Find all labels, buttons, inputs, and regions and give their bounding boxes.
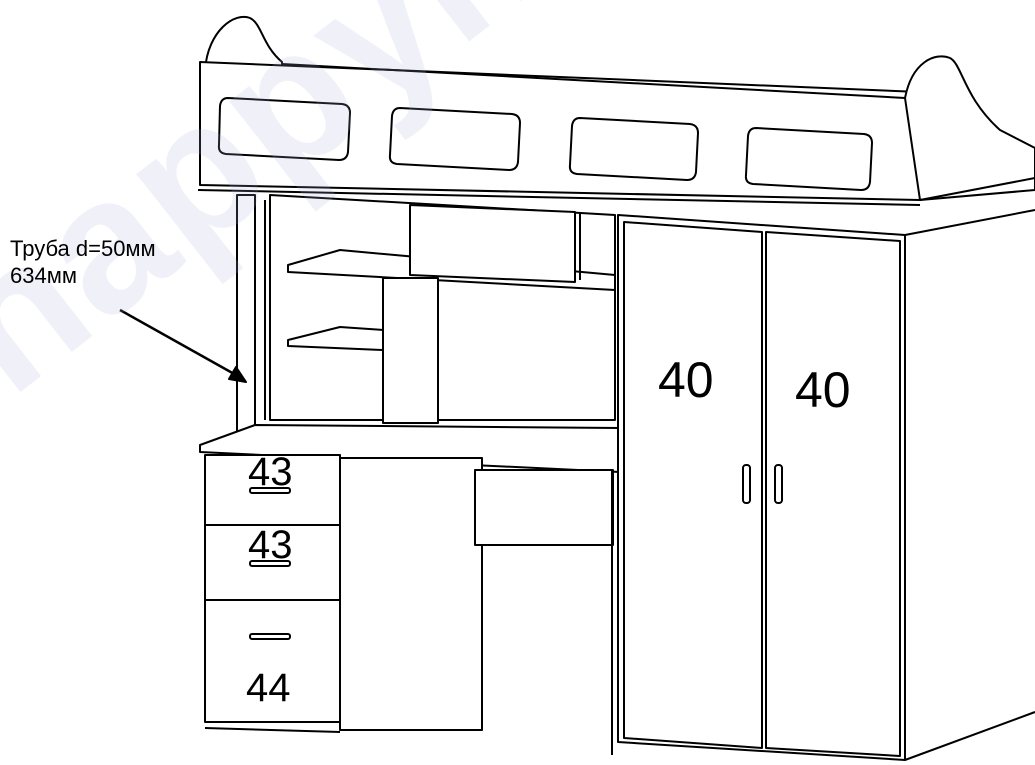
wardrobe-base <box>904 711 1035 761</box>
pipe-annotation-line1: Труба d=50мм <box>10 236 156 261</box>
guard-bottom-edge <box>197 189 921 206</box>
wardrobe <box>617 209 1035 761</box>
pedestal-plinth <box>204 727 341 733</box>
drawer-1-number: 43 <box>248 450 293 494</box>
door-left-number: 40 <box>658 352 714 408</box>
pipe-body <box>236 194 256 444</box>
guard-window-4 <box>744 127 873 191</box>
drawer-3-number: 44 <box>246 666 291 710</box>
guard-window-1 <box>217 97 351 161</box>
desk-modesty-panel <box>474 469 614 755</box>
wardrobe-door-right <box>765 231 901 757</box>
wardrobe-door-left <box>623 221 763 749</box>
top-niche <box>409 204 576 283</box>
arrow-head <box>228 366 247 383</box>
shelving-unit <box>269 194 616 424</box>
drawer-3 <box>204 599 341 723</box>
keyboard-shelf <box>474 469 614 546</box>
support-pipe <box>236 194 266 444</box>
drawer-handle-3 <box>249 633 291 640</box>
drawer-pedestal <box>204 454 483 733</box>
pipe-annotation-line2: 634мм <box>10 263 77 288</box>
pedestal-side <box>339 457 483 731</box>
door-right-number: 40 <box>795 362 851 418</box>
door-handle-left <box>742 464 751 504</box>
guard-right-post <box>904 55 1035 201</box>
guard-top-rail <box>281 63 906 99</box>
guard-window-3 <box>568 117 699 181</box>
guard-window-2 <box>388 107 521 171</box>
drawer-handle-1 <box>249 487 291 494</box>
guard-left-post <box>204 15 283 71</box>
drawer-handle-2 <box>249 560 291 567</box>
arrow-line <box>119 308 237 377</box>
bed-guard-panel <box>197 15 1035 206</box>
wardrobe-side-edge <box>904 209 1035 236</box>
shelf-divider-center <box>382 277 439 424</box>
door-handle-right <box>774 464 783 504</box>
pipe-annotation-arrow <box>119 308 247 383</box>
drawer-2-number: 43 <box>248 523 293 567</box>
bed-side-rail <box>919 177 1035 201</box>
